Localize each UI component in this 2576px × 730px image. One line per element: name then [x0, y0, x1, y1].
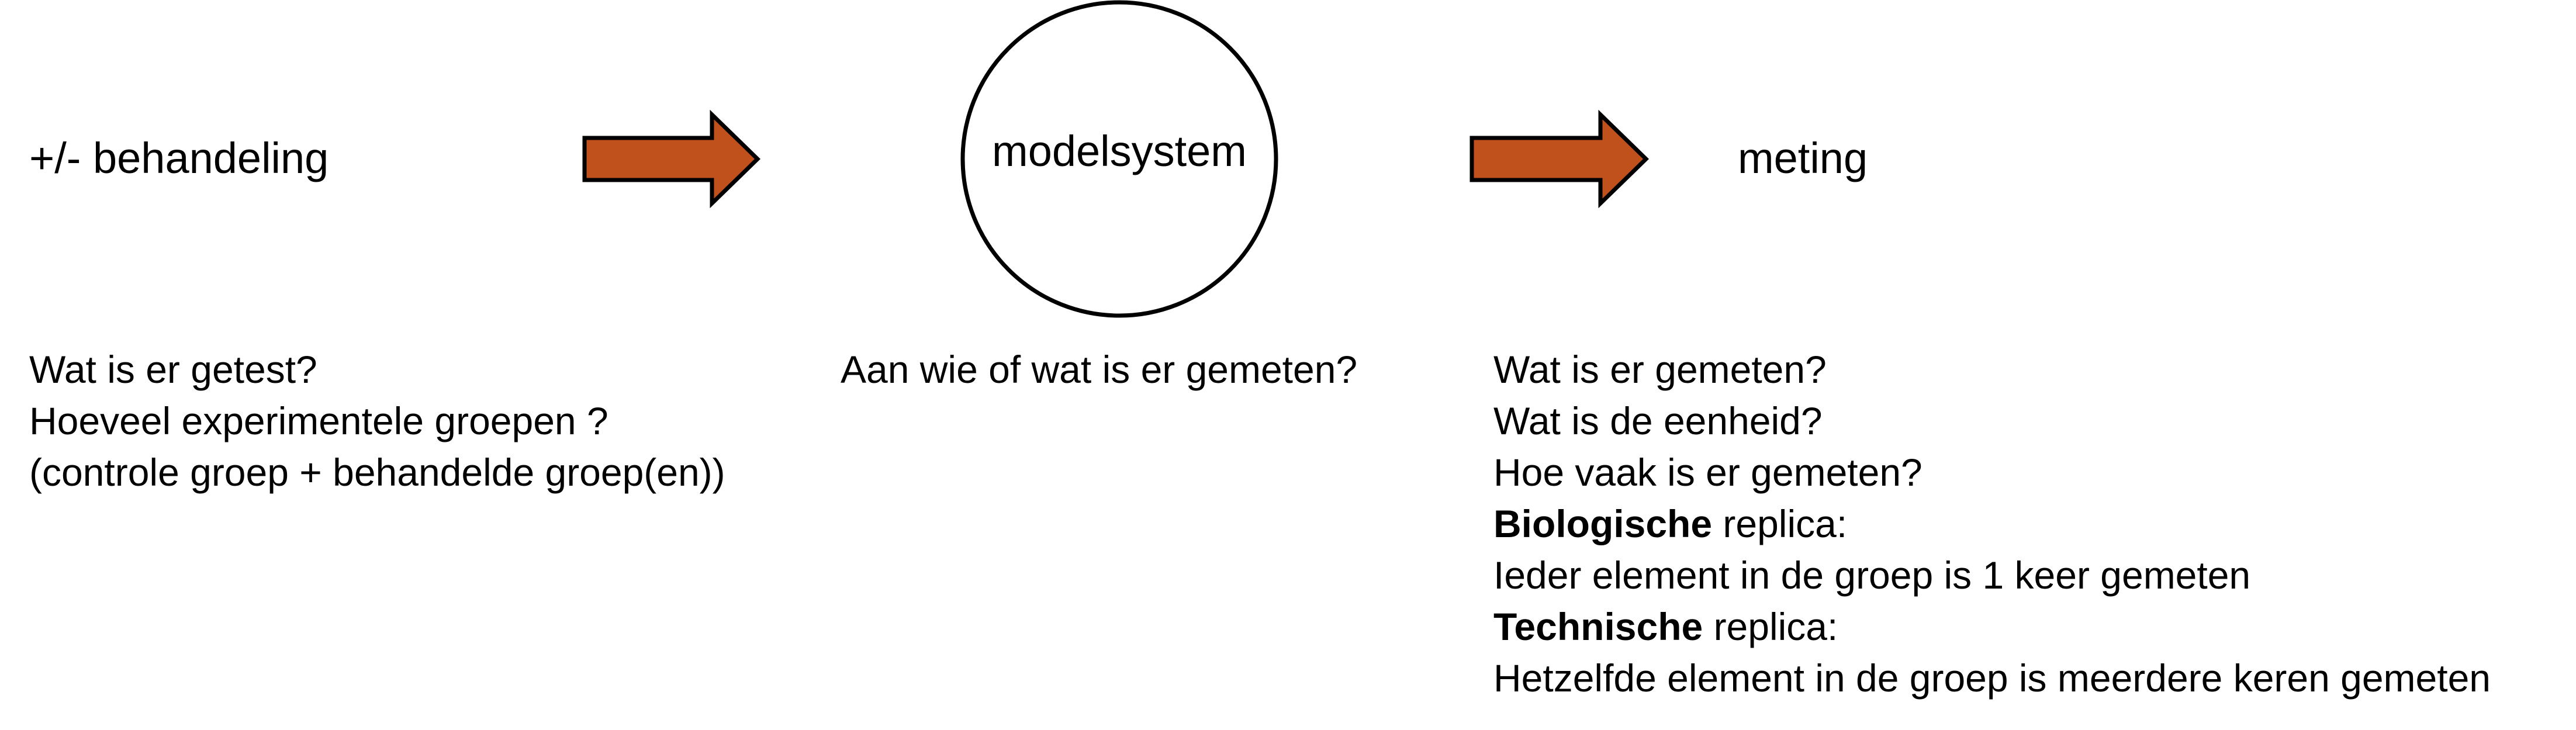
arrow-right-icon	[1469, 109, 1650, 209]
question-line: Wat is de eenheid?	[1493, 399, 1823, 442]
question-line: Hoeveel experimentele groepen ?	[29, 399, 608, 442]
biological-replica-heading: Biologische replica:	[1493, 498, 2491, 549]
question-line: Wat is er gemeten?	[1493, 348, 1827, 391]
technical-replica-description: Hetzelfde element in de groep is meerder…	[1493, 656, 2491, 700]
treatment-label: +/- behandeling	[29, 134, 329, 182]
question-line: Wat is er getest?	[29, 348, 317, 391]
question-line: Hoe vaak is er gemeten?	[1493, 451, 1923, 494]
question-line: Aan wie of wat is er gemeten?	[841, 348, 1358, 391]
replica-suffix: replica:	[1712, 502, 1848, 545]
technical-replica-heading: Technische replica:	[1493, 601, 2491, 652]
replica-suffix: replica:	[1703, 605, 1838, 648]
technical-replica-term: Technische	[1493, 605, 1703, 648]
arrow-right-icon	[582, 109, 761, 209]
questions-middle: Aan wie of wat is er gemeten?	[841, 344, 1357, 395]
biological-replica-term: Biologische	[1493, 502, 1713, 545]
biological-replica-description: Ieder element in de groep is 1 keer geme…	[1493, 553, 2251, 597]
questions-left: Wat is er getest? Hoeveel experimentele …	[29, 344, 725, 498]
questions-right: Wat is er gemeten? Wat is de eenheid? Ho…	[1493, 344, 2491, 704]
question-line: (controle groep + behandelde groep(en))	[29, 451, 725, 494]
model-system-label: modelsystem	[992, 127, 1247, 175]
model-system-circle	[960, 0, 1278, 318]
measurement-label: meting	[1738, 134, 1868, 182]
